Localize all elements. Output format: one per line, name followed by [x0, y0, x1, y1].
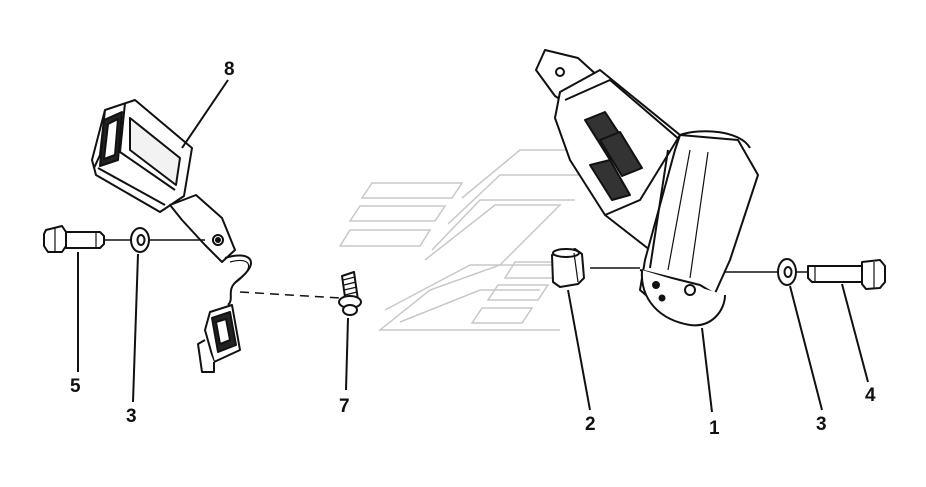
callout-7: 7: [339, 396, 350, 417]
callout-2: 2: [585, 414, 596, 435]
watermark-logo: [338, 149, 600, 331]
part-7-screw: [338, 271, 362, 316]
callout-3-left: 3: [126, 406, 137, 427]
part-3-washer-right: [777, 258, 808, 286]
callout-1: 1: [709, 418, 720, 439]
part-4-bolt: [807, 259, 886, 290]
callout-3-right: 3: [816, 414, 827, 435]
part-3-washer-left: [130, 227, 205, 253]
callout-5: 5: [70, 376, 81, 397]
leader-lines: [77, 79, 869, 413]
part-5-bolt: [43, 225, 130, 253]
alignment-dashed-line: [239, 291, 341, 299]
callout-4: 4: [865, 385, 876, 406]
callout-8: 8: [224, 59, 235, 80]
part-2-spacer: [551, 248, 585, 288]
part-1-retractor: [535, 49, 778, 327]
part-8-buckle: [91, 99, 252, 373]
